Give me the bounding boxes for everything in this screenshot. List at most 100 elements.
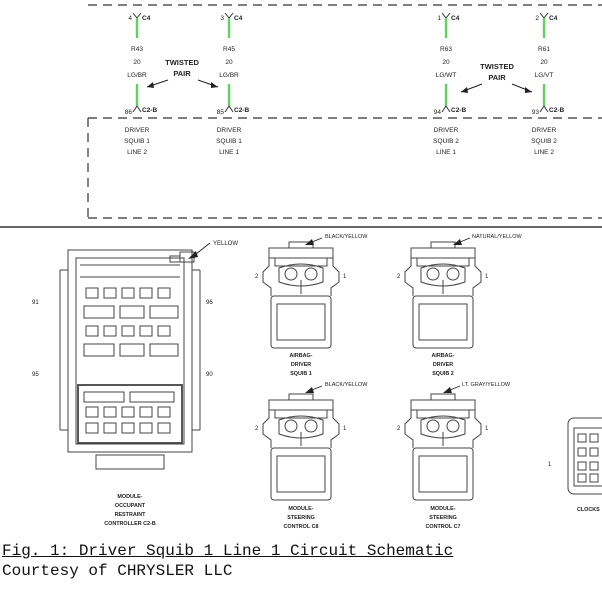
svg-text:CONTROLLER C2-B: CONTROLLER C2-B bbox=[104, 521, 156, 527]
wire-gauge: 20 bbox=[442, 59, 450, 66]
pin-label-right: 1 bbox=[485, 426, 489, 432]
twisted-pair-right: TWISTED PAIR bbox=[460, 62, 533, 93]
pin-label-right: 1 bbox=[343, 274, 347, 280]
wire-conn-bottom: C2-B bbox=[142, 107, 157, 114]
wire-gauge: 20 bbox=[225, 59, 233, 66]
occupant-connector-name: MODULE- OCCUPANT RESTRAINT CONTROLLER C2… bbox=[104, 494, 156, 527]
cavity bbox=[103, 422, 117, 434]
wire-destination-label: DRIVER bbox=[125, 127, 150, 134]
wire-circuit: R45 bbox=[223, 46, 235, 53]
pin-label-right: 1 bbox=[343, 426, 347, 432]
wire-color: LG/WT bbox=[436, 72, 457, 79]
steering-c7-color-label: LT. GRAY/YELLOW bbox=[462, 382, 511, 388]
wire-pin-top: 3 bbox=[220, 15, 224, 22]
pin-label-right: 1 bbox=[485, 274, 489, 280]
occupant-color-label: YELLOW bbox=[213, 241, 238, 247]
wire-gauge: 20 bbox=[540, 59, 548, 66]
wire-pin-top: 4 bbox=[128, 15, 132, 22]
clockspring-pin-1: 1 bbox=[548, 462, 552, 468]
cavity bbox=[85, 287, 99, 299]
twisted-pair-label: TWISTED bbox=[165, 58, 199, 67]
svg-text:DRIVER: DRIVER bbox=[291, 362, 311, 368]
wire-circuit: R63 bbox=[440, 46, 452, 53]
cavity bbox=[83, 305, 115, 319]
twisted-pair-left: TWISTED PAIR bbox=[146, 58, 219, 88]
wire-conn-bottom: C2-B bbox=[451, 107, 466, 114]
twisted-pair-label: TWISTED bbox=[480, 62, 514, 71]
cavity bbox=[85, 422, 99, 434]
twisted-pair-label: PAIR bbox=[173, 69, 191, 78]
wire-color: LG/BR bbox=[219, 72, 239, 79]
clockspring-name: CLOCKS bbox=[577, 507, 600, 513]
pin-label-left: 2 bbox=[397, 426, 401, 432]
steering-c8-labels: BLACK/YELLOW MODULE- STEERING CONTROL C8 bbox=[284, 382, 369, 530]
wire-pin-top: 2 bbox=[535, 15, 539, 22]
wire-destination-label: LINE 2 bbox=[127, 149, 147, 156]
cavity bbox=[83, 391, 125, 403]
wire-destination-label: LINE 1 bbox=[219, 149, 239, 156]
wire-destination-label: SQUIB 2 bbox=[531, 138, 557, 145]
cavity bbox=[129, 391, 175, 403]
pin-label-left: 2 bbox=[397, 274, 401, 280]
wire-color: LG/VT bbox=[535, 72, 554, 79]
svg-text:SQUIB 2: SQUIB 2 bbox=[432, 371, 454, 377]
wire-conn-top: C4 bbox=[451, 15, 460, 22]
wire-destination-label: DRIVER bbox=[434, 127, 459, 134]
cavity bbox=[121, 422, 135, 434]
cavity bbox=[121, 406, 135, 418]
wire-color: LG/BR bbox=[127, 72, 147, 79]
wire-conn-top: C4 bbox=[234, 15, 243, 22]
cavity bbox=[139, 325, 153, 337]
figure-title: Fig. 1: Driver Squib 1 Line 1 Circuit Sc… bbox=[2, 542, 454, 560]
wire-destination-label: SQUIB 1 bbox=[124, 138, 150, 145]
wire-destination-label: DRIVER bbox=[217, 127, 242, 134]
svg-text:RESTRAINT: RESTRAINT bbox=[115, 512, 147, 518]
cavity bbox=[85, 406, 99, 418]
svg-text:AIRBAG-: AIRBAG- bbox=[431, 353, 454, 359]
svg-text:STEERING: STEERING bbox=[429, 515, 457, 521]
wire-pin-top: 1 bbox=[437, 15, 441, 22]
cavity bbox=[103, 406, 117, 418]
cavity bbox=[119, 305, 145, 319]
svg-text:SQUIB 1: SQUIB 1 bbox=[290, 371, 312, 377]
cavity bbox=[139, 422, 153, 434]
cavity bbox=[157, 325, 171, 337]
wire-destination-label: LINE 2 bbox=[534, 149, 554, 156]
wire-circuit: R43 bbox=[131, 46, 143, 53]
cavity bbox=[103, 287, 117, 299]
occupant-pin-95: 95 bbox=[32, 372, 39, 378]
wire-conn-bottom: C2-B bbox=[234, 107, 249, 114]
wire-conn-top: C4 bbox=[549, 15, 558, 22]
svg-text:MODULE-: MODULE- bbox=[430, 506, 455, 512]
wire-circuit: R61 bbox=[538, 46, 550, 53]
cavity bbox=[121, 325, 135, 337]
svg-text:MODULE-: MODULE- bbox=[288, 506, 313, 512]
clockspring-connector bbox=[567, 417, 602, 495]
occupant-pin-90: 90 bbox=[206, 372, 213, 378]
cavity bbox=[157, 287, 171, 299]
cavity bbox=[139, 406, 153, 418]
figure-courtesy: Courtesy of CHRYSLER LLC bbox=[2, 562, 233, 580]
svg-text:CONTROL C7: CONTROL C7 bbox=[426, 524, 461, 530]
twisted-pair-label: PAIR bbox=[488, 73, 506, 82]
svg-text:AIRBAG-: AIRBAG- bbox=[289, 353, 312, 359]
cavity bbox=[83, 343, 115, 357]
cavity bbox=[157, 406, 171, 418]
schematic-frame bbox=[87, 4, 602, 219]
squib2-labels: NATURAL/YELLOW AIRBAG- DRIVER SQUIB 2 bbox=[431, 234, 522, 377]
cavity bbox=[139, 287, 153, 299]
cavity bbox=[103, 325, 117, 337]
cavity bbox=[157, 422, 171, 434]
svg-text:CONTROL C8: CONTROL C8 bbox=[284, 524, 319, 530]
pin-label-left: 2 bbox=[255, 426, 259, 432]
occupant-pin-91: 91 bbox=[32, 300, 39, 306]
